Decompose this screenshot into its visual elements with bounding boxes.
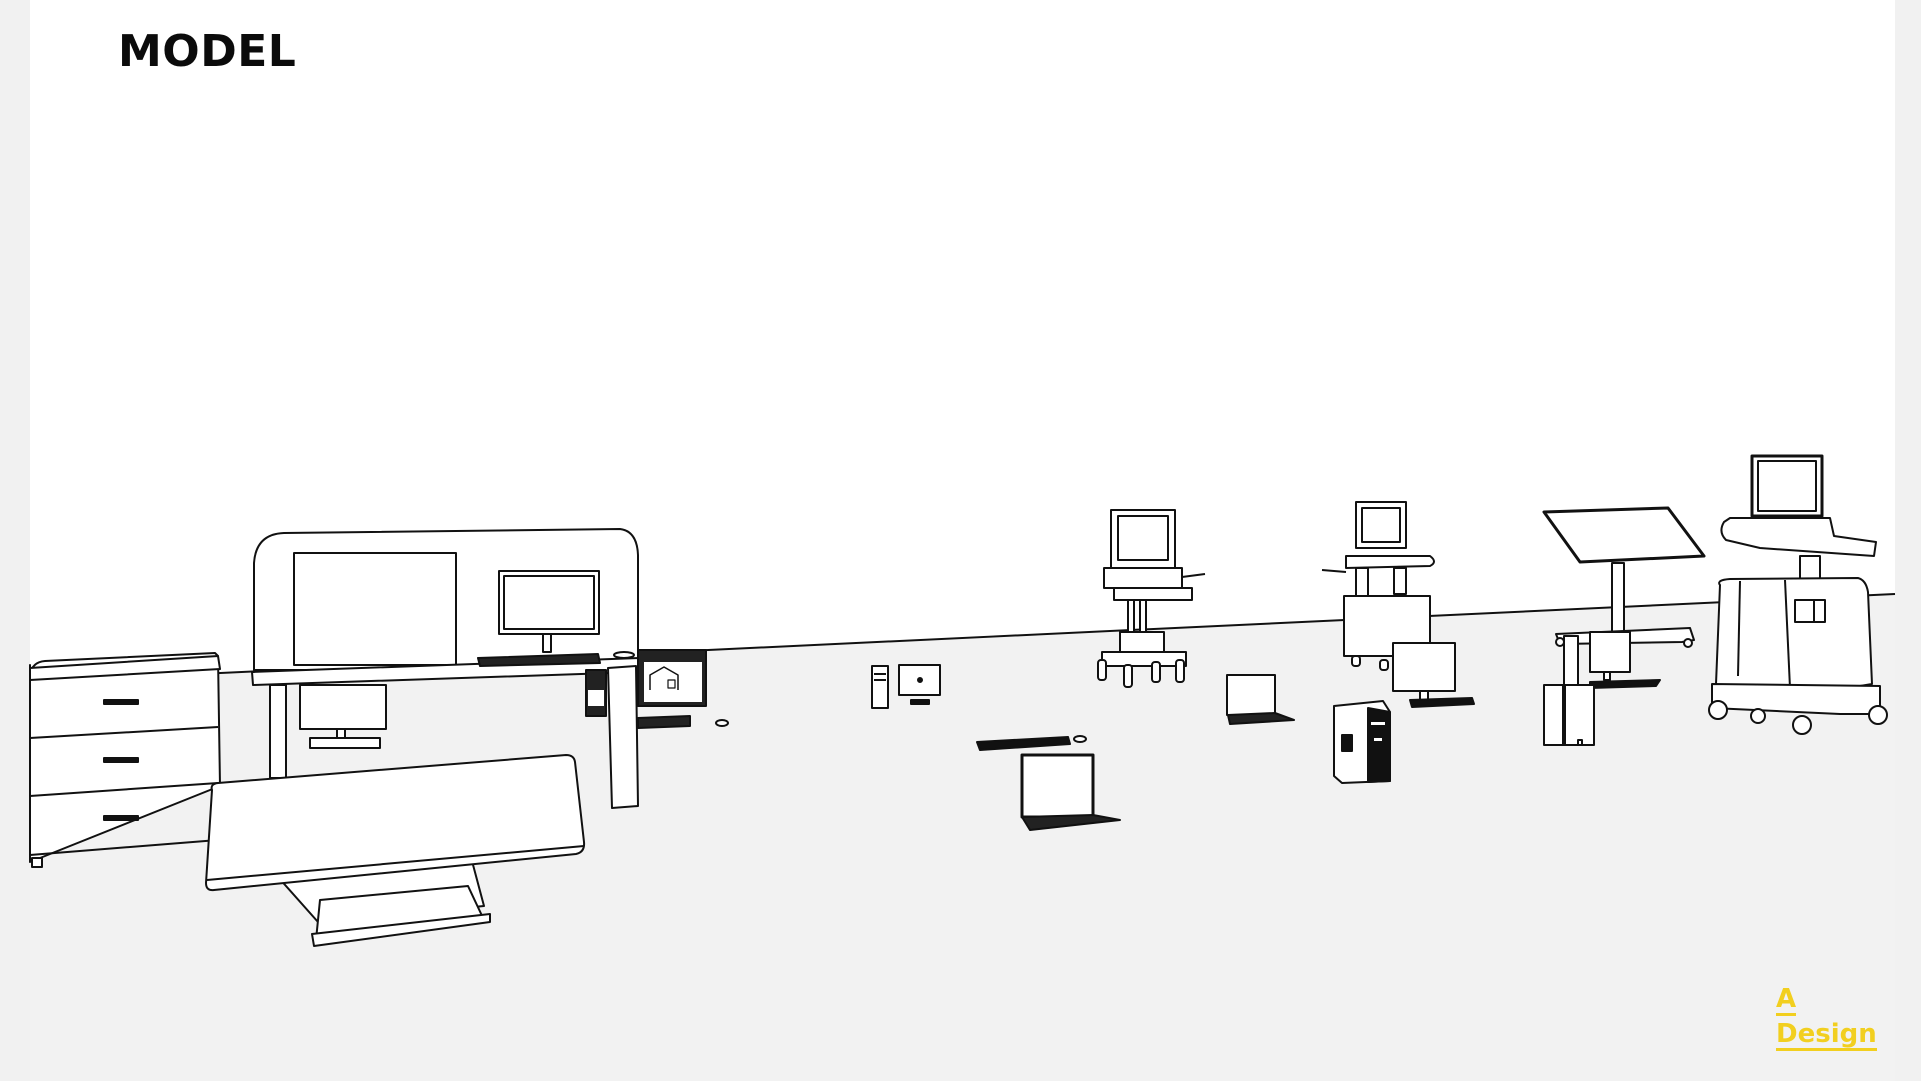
floor bbox=[30, 594, 1895, 1081]
tilting-display-stand bbox=[1542, 506, 1706, 746]
ultrasound-cart bbox=[1708, 454, 1888, 735]
right-margin bbox=[1895, 0, 1921, 1081]
medical-cart-1 bbox=[1097, 509, 1206, 688]
laptop-front bbox=[1020, 753, 1121, 831]
monitor-middle bbox=[1392, 642, 1475, 708]
medical-cart-2 bbox=[1321, 501, 1435, 671]
desktop-tower-small bbox=[871, 664, 941, 709]
logo-line-2: Design bbox=[1776, 1019, 1877, 1051]
desk-with-screen bbox=[251, 528, 729, 809]
logo-line-1: A bbox=[1776, 984, 1797, 1016]
tower-pc bbox=[1333, 700, 1391, 784]
page-title: MODEL bbox=[118, 26, 297, 77]
keyboard-mouse bbox=[976, 735, 1087, 751]
overbed-table bbox=[205, 754, 586, 947]
drawer-cabinet bbox=[29, 652, 221, 868]
left-margin bbox=[0, 0, 30, 1081]
laptop-middle bbox=[1226, 674, 1295, 725]
a-design-logo: A Design bbox=[1776, 985, 1877, 1051]
